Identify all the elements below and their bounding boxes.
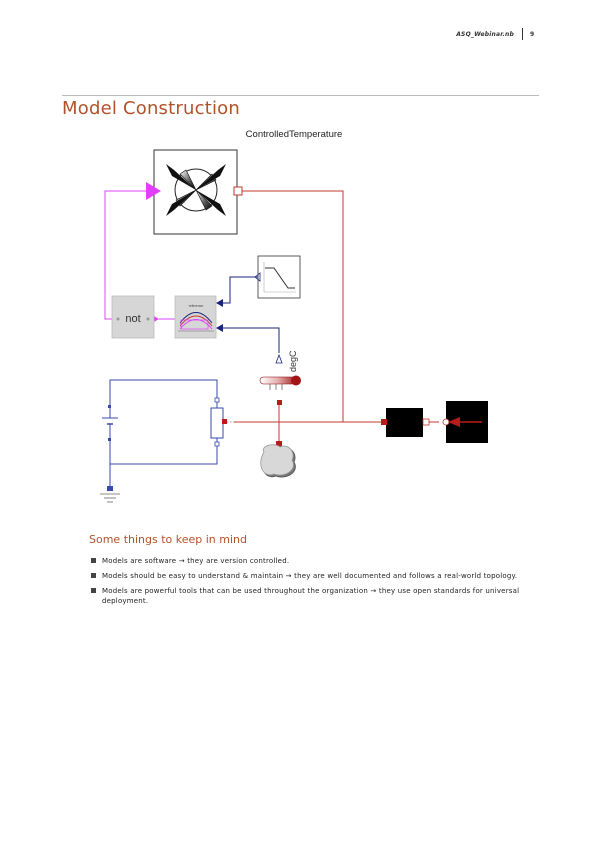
not-label: not bbox=[125, 313, 140, 325]
bullet-list: Models are software → they are version c… bbox=[91, 556, 531, 611]
resistor-heat-port[interactable] bbox=[222, 419, 227, 424]
thermal-conductor-block[interactable] bbox=[381, 408, 430, 437]
bullet-text: Models should be easy to understand & ma… bbox=[102, 572, 518, 580]
bullet-text: Models are powerful tools that can be us… bbox=[102, 587, 520, 605]
onoff-controller-block[interactable]: reference bbox=[174, 295, 217, 339]
ambient-temperature-block[interactable] bbox=[442, 401, 488, 443]
heat-capacitor-block[interactable] bbox=[260, 444, 296, 478]
model-diagram: ControlledTemperature not reference bbox=[100, 129, 488, 503]
reference-signal-wire bbox=[222, 276, 260, 304]
diagram-title: ControlledTemperature bbox=[246, 129, 343, 140]
heater-heat-port[interactable] bbox=[233, 186, 243, 196]
resistor-block[interactable] bbox=[210, 407, 224, 439]
fan-icon bbox=[166, 164, 226, 216]
electrical-circuit bbox=[100, 379, 224, 503]
unit-label: degC bbox=[288, 350, 298, 372]
reference-arrow-icon bbox=[216, 299, 223, 307]
bullet-square-icon bbox=[91, 558, 96, 563]
measurement-signal-wire bbox=[222, 327, 280, 353]
document-name: ASQ_Webinar.nb bbox=[456, 31, 514, 38]
list-item: Models should be easy to understand & ma… bbox=[91, 571, 531, 581]
page-number: 9 bbox=[530, 31, 535, 38]
sensor-output-arrow-icon bbox=[275, 353, 283, 364]
section-title: Some things to keep in mind bbox=[89, 533, 247, 546]
bullet-square-icon bbox=[91, 573, 96, 578]
reference-label: reference bbox=[189, 304, 204, 308]
list-item: Models are software → they are version c… bbox=[91, 556, 531, 566]
header-separator bbox=[522, 28, 523, 40]
heater-block[interactable] bbox=[146, 149, 243, 235]
sensor-bulb-icon bbox=[291, 375, 301, 386]
ambient-arrow-icon bbox=[448, 417, 460, 427]
heater-input-arrow-icon bbox=[146, 182, 161, 200]
ground-block[interactable] bbox=[107, 486, 113, 491]
boolean-wire bbox=[104, 190, 146, 320]
measurement-arrow-icon bbox=[216, 324, 223, 332]
page-title: Model Construction bbox=[62, 98, 240, 119]
heater-thermal-wire bbox=[242, 190, 344, 422]
list-item: Models are powerful tools that can be us… bbox=[91, 586, 531, 606]
temperature-sensor-block[interactable]: degC bbox=[259, 350, 301, 405]
ramp-source-block[interactable] bbox=[254, 255, 301, 299]
not-block[interactable]: not bbox=[111, 295, 155, 339]
header-rule bbox=[62, 95, 539, 96]
bullet-square-icon bbox=[91, 588, 96, 593]
bullet-text: Models are software → they are version c… bbox=[102, 557, 290, 565]
